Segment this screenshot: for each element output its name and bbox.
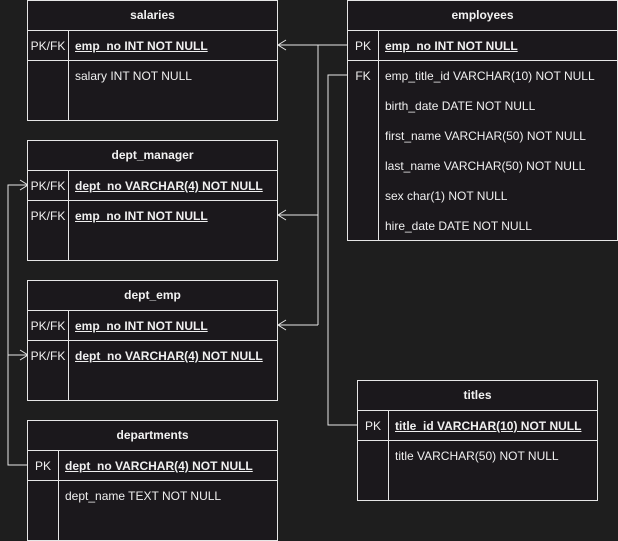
table-title: employees (348, 1, 617, 31)
table-row[interactable]: PK/FK dept_no VARCHAR(4) NOT NULL (28, 171, 277, 201)
field-label: emp_no INT NOT NULL (75, 39, 208, 53)
table-title: titles (358, 381, 597, 411)
key-label (348, 121, 378, 151)
key-label (348, 181, 378, 211)
table-row[interactable]: PK/FK emp_no INT NOT NULL (28, 311, 277, 341)
crow-foot-dept-emp (277, 319, 287, 331)
field-label: hire_date DATE NOT NULL (385, 219, 532, 233)
key-label (348, 151, 378, 181)
key-label: PK/FK (30, 179, 66, 193)
rel-employees-titles (327, 74, 358, 426)
field-label: dept_name TEXT NOT NULL (65, 489, 222, 503)
key-label (28, 61, 68, 91)
table-row[interactable]: hire_date DATE NOT NULL (348, 211, 617, 241)
key-label (358, 441, 388, 471)
table-row[interactable]: first_name VARCHAR(50) NOT NULL (348, 121, 617, 151)
table-departments[interactable]: departments PK dept_no VARCHAR(4) NOT NU… (27, 420, 278, 541)
crow-foot-salaries (277, 39, 287, 51)
table-row[interactable]: dept_name TEXT NOT NULL (28, 481, 277, 511)
field-label: dept_no VARCHAR(4) NOT NULL (75, 179, 263, 193)
table-salaries[interactable]: salaries PK/FK emp_no INT NOT NULL salar… (27, 0, 278, 121)
table-titles[interactable]: titles PK title_id VARCHAR(10) NOT NULL … (357, 380, 598, 501)
table-dept-manager[interactable]: dept_manager PK/FK dept_no VARCHAR(4) NO… (27, 140, 278, 261)
table-row[interactable]: FK emp_title_id VARCHAR(10) NOT NULL (348, 61, 617, 91)
key-label: PK (34, 459, 51, 473)
table-row[interactable]: PK emp_no INT NOT NULL (348, 31, 617, 61)
field-label: sex char(1) NOT NULL (385, 189, 508, 203)
field-label: emp_title_id VARCHAR(10) NOT NULL (385, 69, 595, 83)
field-label: birth_date DATE NOT NULL (385, 99, 536, 113)
table-row[interactable]: PK dept_no VARCHAR(4) NOT NULL (28, 451, 277, 481)
key-label: PK/FK (30, 39, 66, 53)
key-label: PK (364, 419, 381, 433)
field-label: title VARCHAR(50) NOT NULL (395, 449, 559, 463)
rel-employees-salaries (317, 44, 348, 325)
table-row[interactable]: title VARCHAR(50) NOT NULL (358, 441, 597, 471)
key-label: PK (354, 39, 371, 53)
table-dept-emp[interactable]: dept_emp PK/FK emp_no INT NOT NULL PK/FK… (27, 280, 278, 401)
key-label: PK/FK (30, 209, 66, 223)
key-label: PK/FK (30, 349, 66, 363)
field-label: salary INT NOT NULL (75, 69, 192, 83)
key-label: PK/FK (30, 319, 66, 333)
crow-foot-dept-manager (277, 209, 287, 221)
table-row[interactable]: PK/FK emp_no INT NOT NULL (28, 201, 277, 231)
field-label: emp_no INT NOT NULL (75, 319, 208, 333)
table-row[interactable]: birth_date DATE NOT NULL (348, 91, 617, 121)
table-row[interactable]: PK/FK emp_no INT NOT NULL (28, 31, 277, 61)
field-label: dept_no VARCHAR(4) NOT NULL (75, 349, 263, 363)
field-label: emp_no INT NOT NULL (385, 39, 518, 53)
key-label: FK (355, 69, 371, 83)
field-label: emp_no INT NOT NULL (75, 209, 208, 223)
table-title: dept_emp (28, 281, 277, 311)
table-employees[interactable]: employees PK emp_no INT NOT NULL FK emp_… (347, 0, 618, 241)
field-label: title_id VARCHAR(10) NOT NULL (395, 419, 582, 433)
key-label (348, 211, 378, 241)
table-row[interactable]: last_name VARCHAR(50) NOT NULL (348, 151, 617, 181)
key-label (348, 91, 378, 121)
table-row[interactable]: sex char(1) NOT NULL (348, 181, 617, 211)
rel-departments-dept-links (7, 184, 28, 466)
field-label: last_name VARCHAR(50) NOT NULL (385, 159, 586, 173)
table-title: salaries (28, 1, 277, 31)
table-row[interactable]: PK/FK dept_no VARCHAR(4) NOT NULL (28, 341, 277, 371)
table-title: departments (28, 421, 277, 451)
field-label: first_name VARCHAR(50) NOT NULL (385, 129, 586, 143)
table-title: dept_manager (28, 141, 277, 171)
table-row[interactable]: PK title_id VARCHAR(10) NOT NULL (358, 411, 597, 441)
table-row[interactable]: salary INT NOT NULL (28, 61, 277, 91)
field-label: dept_no VARCHAR(4) NOT NULL (65, 459, 253, 473)
key-label (28, 481, 58, 511)
